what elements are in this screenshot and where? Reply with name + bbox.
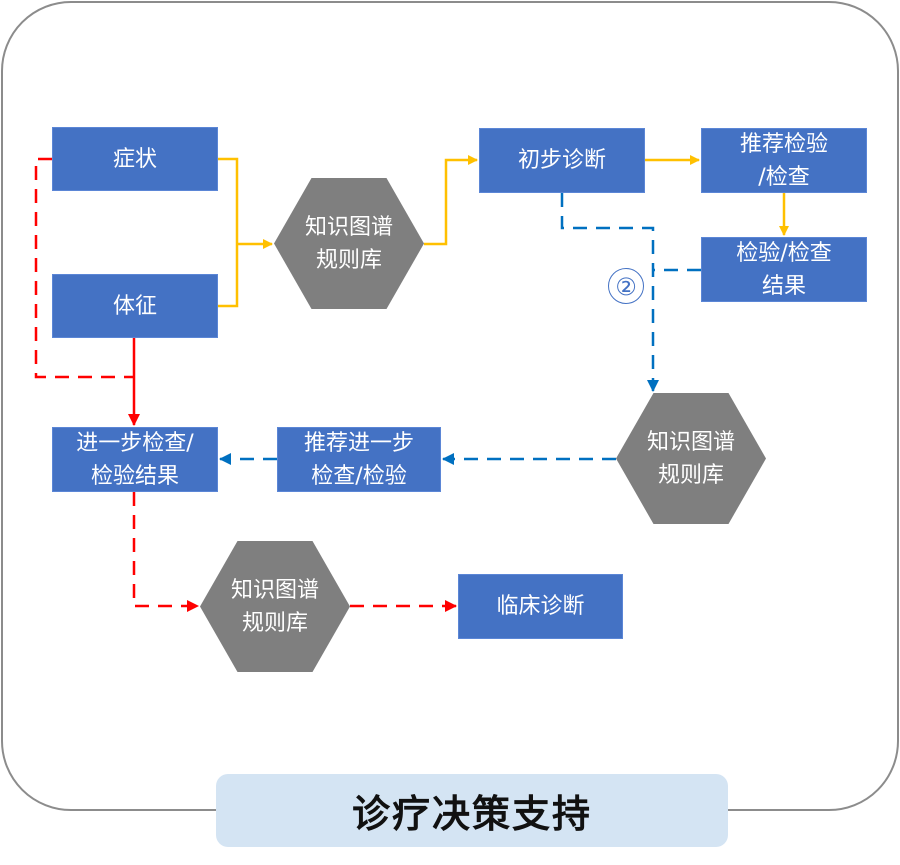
edge-preliminary-to-kg2 [560, 193, 659, 392]
diagram-title-text: 诊疗决策支持 [351, 792, 592, 836]
edge-further-results-to-kg3 [132, 492, 199, 612]
node-symptoms[interactable]: 症状 [52, 127, 218, 191]
edge-kg1-to-preliminary [424, 155, 478, 246]
diagram-title: 诊疗决策支持 [216, 774, 728, 847]
node-signs[interactable]: 体征 [52, 274, 218, 338]
step-2-badge: ② [608, 268, 644, 304]
node-recommended-further-tests[interactable]: 推荐进一步 检查/检验 [277, 427, 441, 492]
node-further-test-results[interactable]: 进一步检查/ 检验结果 [52, 427, 218, 492]
node-test-results[interactable]: 检验/检查 结果 [701, 237, 867, 302]
edge-symptoms-to-further-results [34, 157, 134, 379]
edge-signs-to-kg1 [218, 244, 239, 308]
node-kg-rules-2[interactable]: 知识图谱 规则库 [616, 393, 766, 524]
node-recommended-tests[interactable]: 推荐检验 /检查 [701, 128, 867, 193]
node-preliminary-diagnosis[interactable]: 初步诊断 [479, 128, 645, 193]
edge-symptoms-to-kg1 [218, 157, 239, 244]
node-clinical-diagnosis[interactable]: 临床诊断 [458, 574, 623, 639]
